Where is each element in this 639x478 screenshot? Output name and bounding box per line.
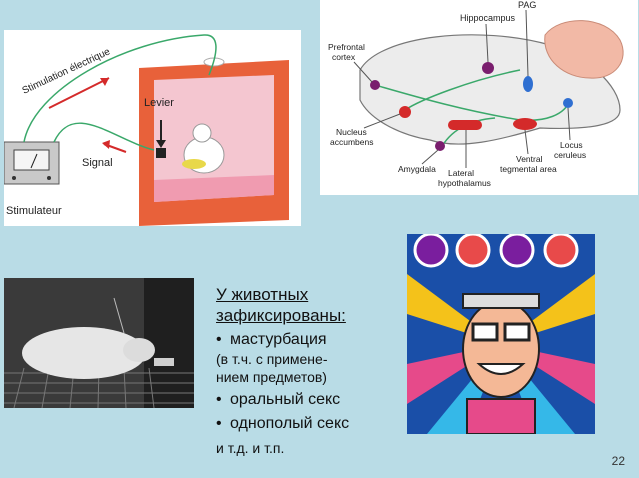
vta-node bbox=[513, 118, 537, 130]
label-amygdala: Amygdala bbox=[398, 164, 436, 174]
box-floor bbox=[154, 175, 274, 202]
pag-node bbox=[523, 76, 533, 92]
poster-glasses-left bbox=[471, 322, 499, 342]
label-hippocampus: Hippocampus bbox=[460, 13, 516, 23]
label-lever: Levier bbox=[144, 97, 174, 109]
label-signal: Signal bbox=[82, 157, 113, 169]
stim-arrow bbox=[48, 77, 110, 109]
gauge-needle bbox=[30, 153, 38, 169]
stimulator-knob-left bbox=[12, 176, 16, 180]
heading-line-1: У животных bbox=[216, 285, 309, 304]
bullet-masturbation-sub: (в т.ч. с примене- нием предметов) bbox=[216, 350, 406, 386]
poster-top-circles bbox=[413, 234, 579, 268]
bullet-same-sex: однополый секс bbox=[216, 414, 406, 434]
pop-art-poster bbox=[407, 234, 595, 434]
signal-wire bbox=[53, 122, 155, 151]
text-block: У животных зафиксированы: мастурбация (в… bbox=[216, 284, 406, 456]
label-prefrontal-2: cortex bbox=[332, 52, 356, 62]
prefrontal-node bbox=[370, 80, 380, 90]
bullet-oral: оральный секс bbox=[216, 390, 406, 410]
skinner-box-illustration: Stimulation électrique Levier Signal Sti… bbox=[4, 30, 301, 226]
poster-glasses-right bbox=[503, 322, 531, 342]
leader-amygdala bbox=[421, 149, 439, 165]
stim-arrow-head bbox=[100, 78, 109, 86]
pathway-hippocampus bbox=[404, 69, 521, 111]
photo-electrode-wire bbox=[113, 297, 125, 334]
label-nucleus-2: accumbens bbox=[330, 137, 373, 147]
leader-nucleus bbox=[363, 113, 401, 129]
leader-vta bbox=[524, 129, 529, 155]
rat-photo bbox=[4, 278, 194, 408]
label-lateral-2: hypothalamus bbox=[438, 178, 491, 188]
label-prefrontal-1: Prefrontal bbox=[328, 42, 365, 52]
leader-hippocampus bbox=[485, 23, 489, 63]
stimulator-gauge bbox=[13, 149, 50, 171]
sub-line-1: (в т.ч. с примене- bbox=[216, 351, 328, 367]
label-pag: PAG bbox=[518, 0, 536, 10]
label-vta-1: Ventral bbox=[516, 154, 543, 164]
box-interior bbox=[154, 75, 274, 202]
amygdala-node bbox=[435, 141, 445, 151]
poster-face bbox=[462, 300, 540, 398]
pathway-main bbox=[374, 84, 571, 122]
poster-shirt bbox=[466, 398, 536, 434]
sub-line-2: нием предметов) bbox=[216, 369, 327, 385]
photo-wall bbox=[144, 278, 194, 408]
hippocampus-node bbox=[482, 62, 494, 74]
leader-locus bbox=[567, 107, 571, 141]
footer-text: и т.д. и т.п. bbox=[216, 440, 285, 456]
text-heading: У животных зафиксированы: bbox=[216, 284, 406, 326]
nucleus-accumbens-node bbox=[399, 106, 411, 118]
label-locus-2: ceruleus bbox=[554, 150, 586, 160]
lever-arrow-head bbox=[156, 140, 166, 148]
stim-wire bbox=[23, 34, 217, 143]
lateral-hypothalamus-node bbox=[448, 120, 482, 130]
bullet-masturbation: мастурбация bbox=[216, 330, 406, 350]
cerebellum bbox=[544, 20, 624, 79]
poster-headband bbox=[462, 293, 540, 309]
leader-prefrontal bbox=[353, 61, 373, 83]
photo-lever bbox=[154, 358, 174, 366]
locus-ceruleus-node bbox=[563, 98, 573, 108]
label-stimulator: Stimulateur bbox=[6, 205, 62, 217]
page-number: 22 bbox=[611, 454, 625, 468]
photo-rat-head bbox=[123, 338, 155, 362]
photo-rat-body bbox=[22, 327, 146, 379]
label-vta-2: tegmental area bbox=[500, 164, 557, 174]
label-lateral-1: Lateral bbox=[448, 168, 474, 178]
label-nucleus-1: Nucleus bbox=[336, 127, 367, 137]
rat-head bbox=[192, 123, 212, 143]
signal-arrow-head bbox=[102, 140, 110, 149]
lever bbox=[156, 148, 166, 158]
heading-line-2: зафиксированы: bbox=[216, 306, 346, 325]
stimulator-knob-right bbox=[47, 176, 51, 180]
label-stimulation: Stimulation électrique bbox=[21, 46, 113, 97]
label-locus-1: Locus bbox=[560, 140, 583, 150]
brain-reward-diagram: Hippocampus PAG Prefrontal cortex Nucleu… bbox=[320, 0, 638, 195]
rat-belly bbox=[182, 159, 206, 169]
leader-pag bbox=[525, 9, 529, 77]
poster-grin bbox=[476, 363, 526, 375]
